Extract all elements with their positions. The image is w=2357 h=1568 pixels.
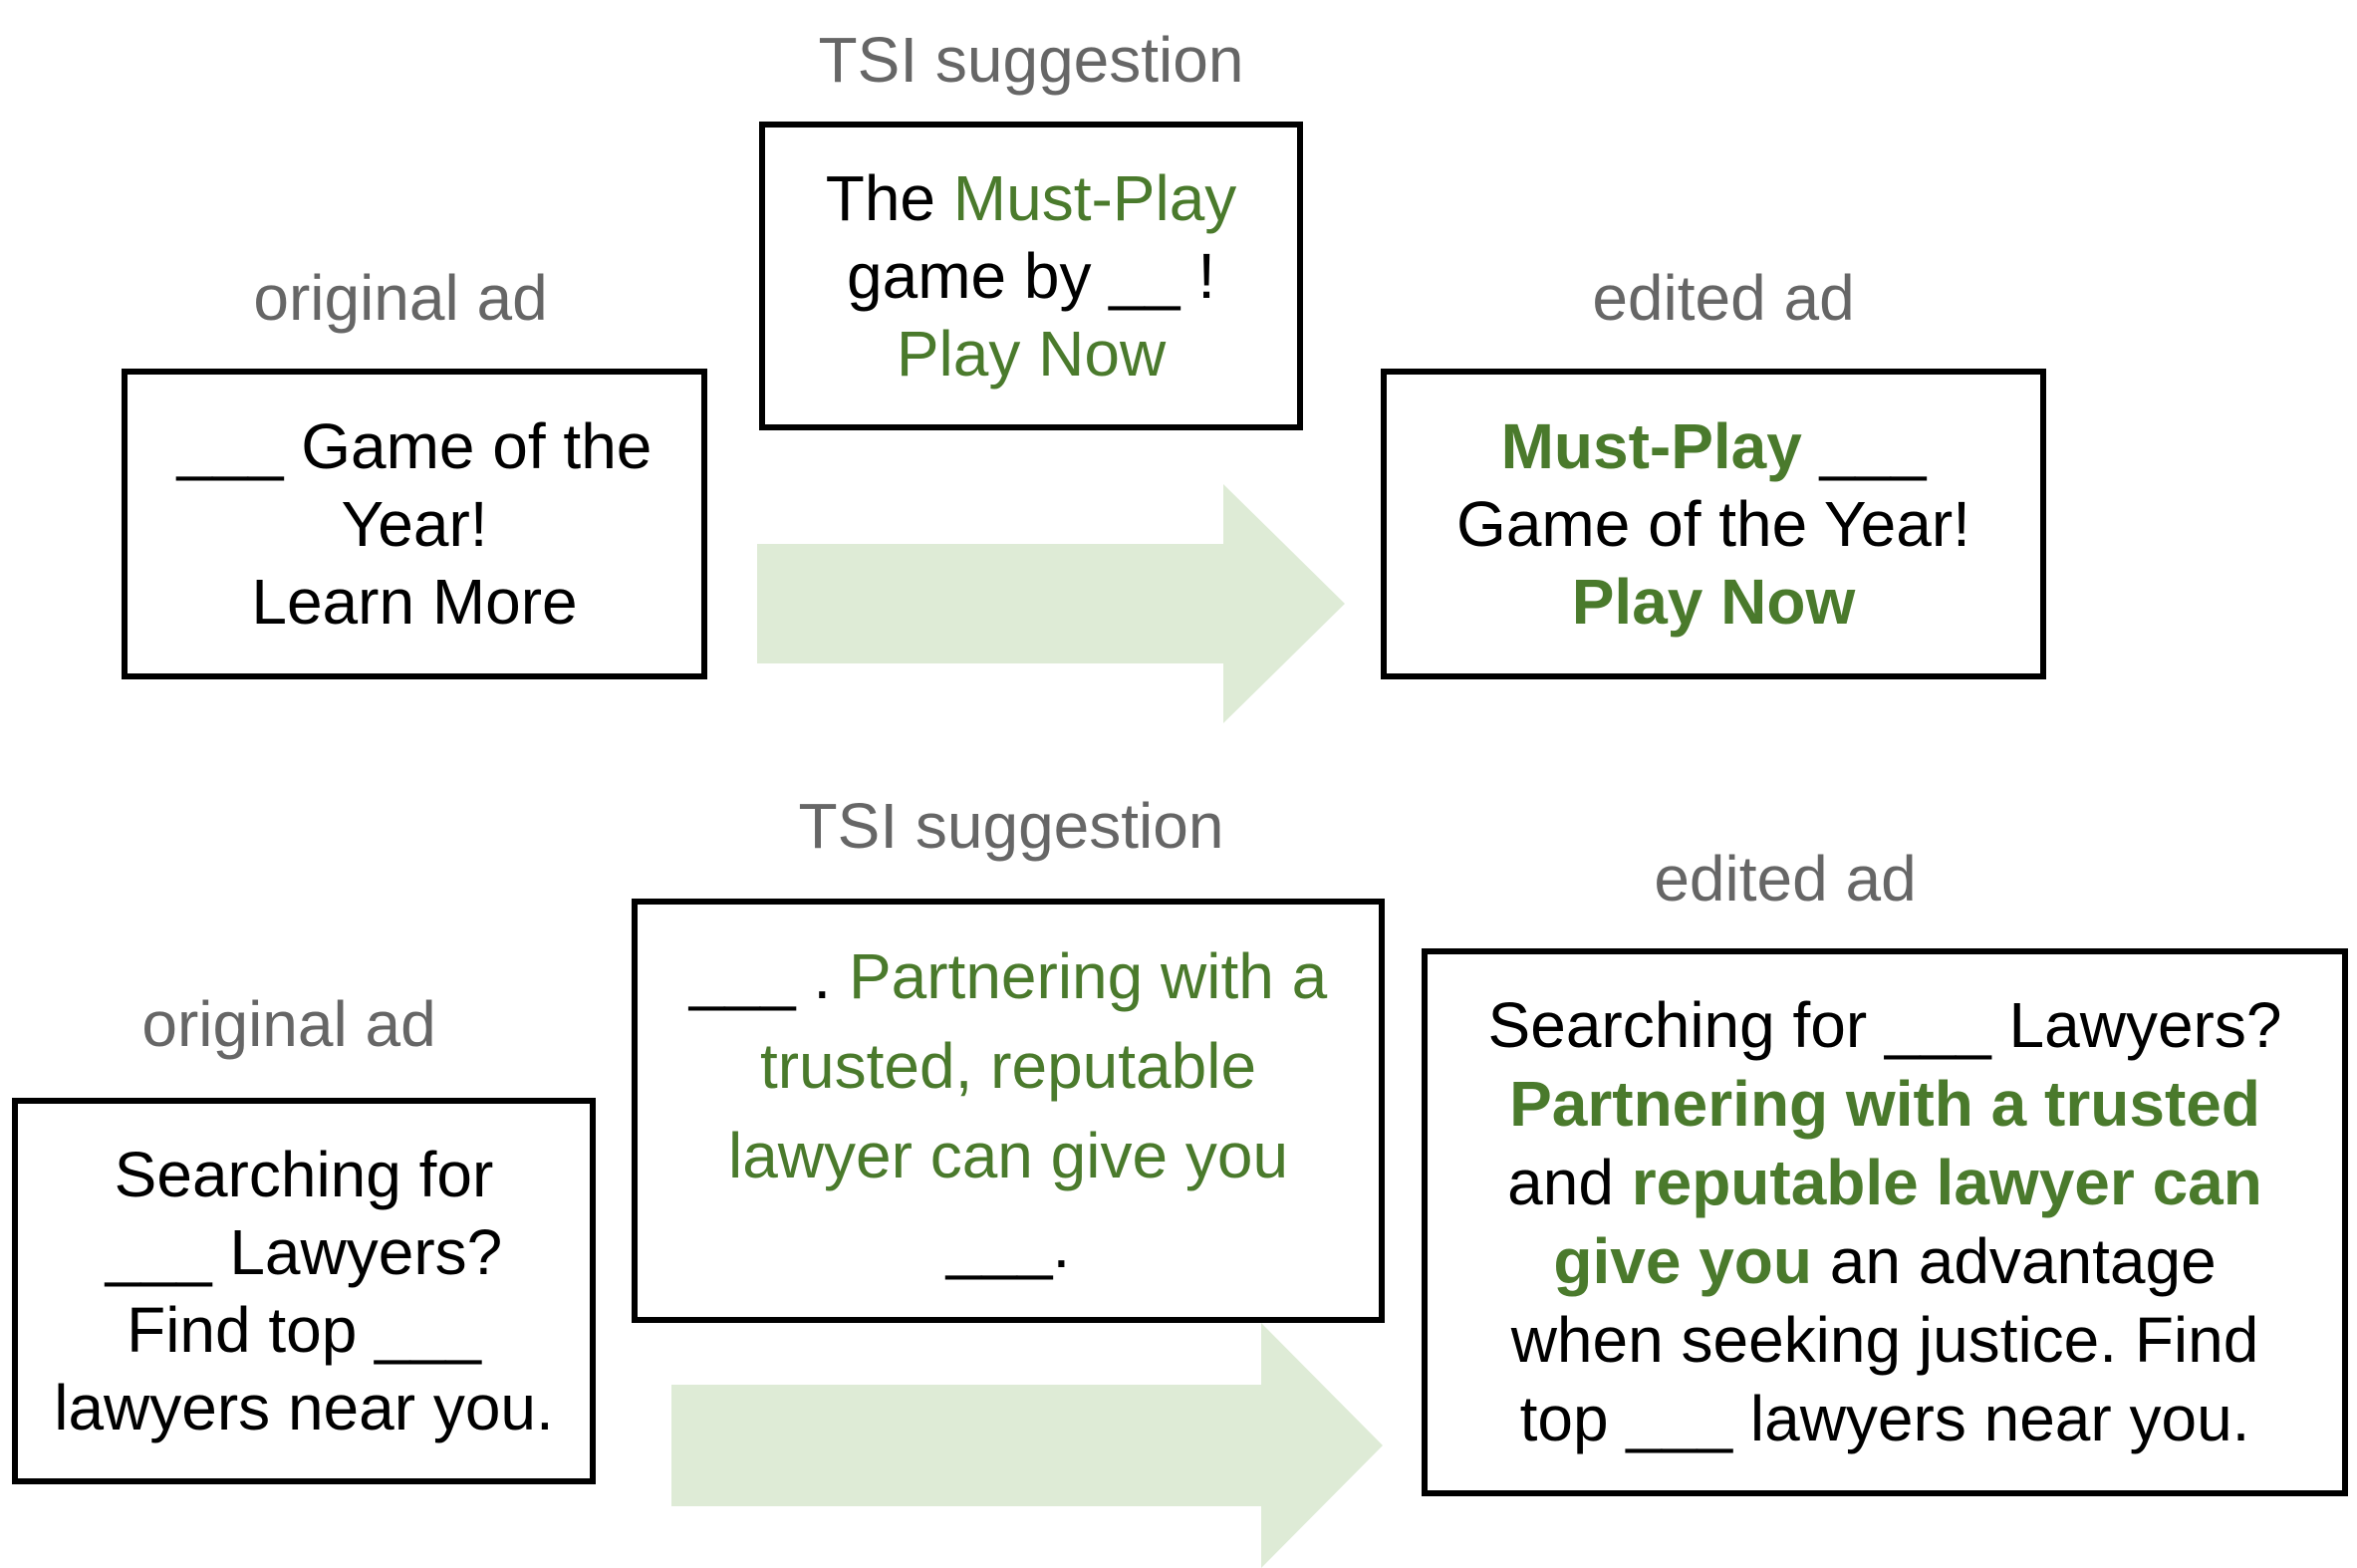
ex1-suggestion-line-2: game by __ ! [847,240,1215,312]
ex2-edited-line-5: when seeking justice. Find [1510,1304,2259,1376]
ex1-suggestion-line-1: The Must-Play [785,159,1277,237]
ex2-edited-highlight: reputable lawyer can [1631,1147,2262,1218]
ex2-original-line-3: Find top ___ [127,1294,481,1366]
ex1-suggestion-highlight: Must-Play [952,162,1237,234]
ex2-original-label: original ad [141,988,436,1060]
ex2-suggestion-line-1: ___ . Partnering with a [657,931,1359,1021]
ex2-edited-line-6: top ___ lawyers near you. [1519,1383,2250,1454]
ex1-suggestion-line-3: Play Now [896,318,1167,390]
ex1-edited-line-1: Must-Play ___ [1407,407,2020,485]
ex2-arrow-shape [671,1323,1383,1568]
ex2-suggestion-blank: ___ . [688,940,849,1012]
ex2-edited-box: Searching for ___ Lawyers? Partnering wi… [1422,948,2348,1496]
ex2-original-box: Searching for ___ Lawyers? Find top ___ … [12,1098,596,1484]
ex2-edited-text-2: an advantage [1811,1225,2217,1297]
ex2-suggestion-line-4: ___. [945,1209,1071,1281]
ex2-suggestion-line-3: lawyer can give you [727,1120,1289,1191]
ex2-edited-label: edited ad [1654,843,1917,915]
ex2-original-line-2: ___ Lawyers? [105,1216,503,1288]
ex1-original-label: original ad [253,262,548,334]
ex1-suggestion-box: The Must-Play game by __ ! Play Now [759,122,1303,430]
ex1-edited-blank: ___ [1801,410,1927,482]
ex1-edited-highlight: Must-Play [1500,410,1802,482]
ex2-edited-text: and [1507,1147,1632,1218]
ex1-arrow-shape [757,484,1345,723]
ex1-edited-box: Must-Play ___ Game of the Year! Play Now [1381,369,2046,679]
ex2-suggestion-box: ___ . Partnering with a trusted, reputab… [632,899,1385,1323]
ex1-suggestion-label: TSI suggestion [818,24,1244,96]
ex1-right-arrow-icon [757,484,1345,723]
ex1-edited-line-3: Play Now [1571,566,1856,638]
ex1-original-line-2: Year! [341,488,488,560]
ex1-suggestion-text: The [825,162,953,234]
ex2-suggestion-line-2: trusted, reputable [759,1030,1257,1102]
ex2-original-line-4: lawyers near you. [54,1372,554,1443]
ex2-right-arrow-icon [671,1323,1383,1568]
ex2-edited-line-4: give you an advantage [1447,1222,2322,1301]
ex2-suggestion-highlight: Partnering with a [848,940,1328,1012]
ex2-original-line-1: Searching for [114,1139,494,1210]
ex2-suggestion-label: TSI suggestion [798,790,1224,862]
ex2-edited-highlight-2: give you [1553,1225,1812,1297]
ex2-edited-line-2: Partnering with a trusted [1509,1068,2260,1140]
ex1-edited-line-2: Game of the Year! [1456,488,1970,560]
ex1-original-line-3: Learn More [251,566,578,638]
ex1-edited-label: edited ad [1592,262,1855,334]
ex2-edited-line-3: and reputable lawyer can [1447,1144,2322,1222]
ex1-original-box: ___ Game of the Year! Learn More [122,369,707,679]
ex1-original-line-1: ___ Game of the [176,410,653,482]
ex2-edited-line-1: Searching for ___ Lawyers? [1487,989,2282,1061]
